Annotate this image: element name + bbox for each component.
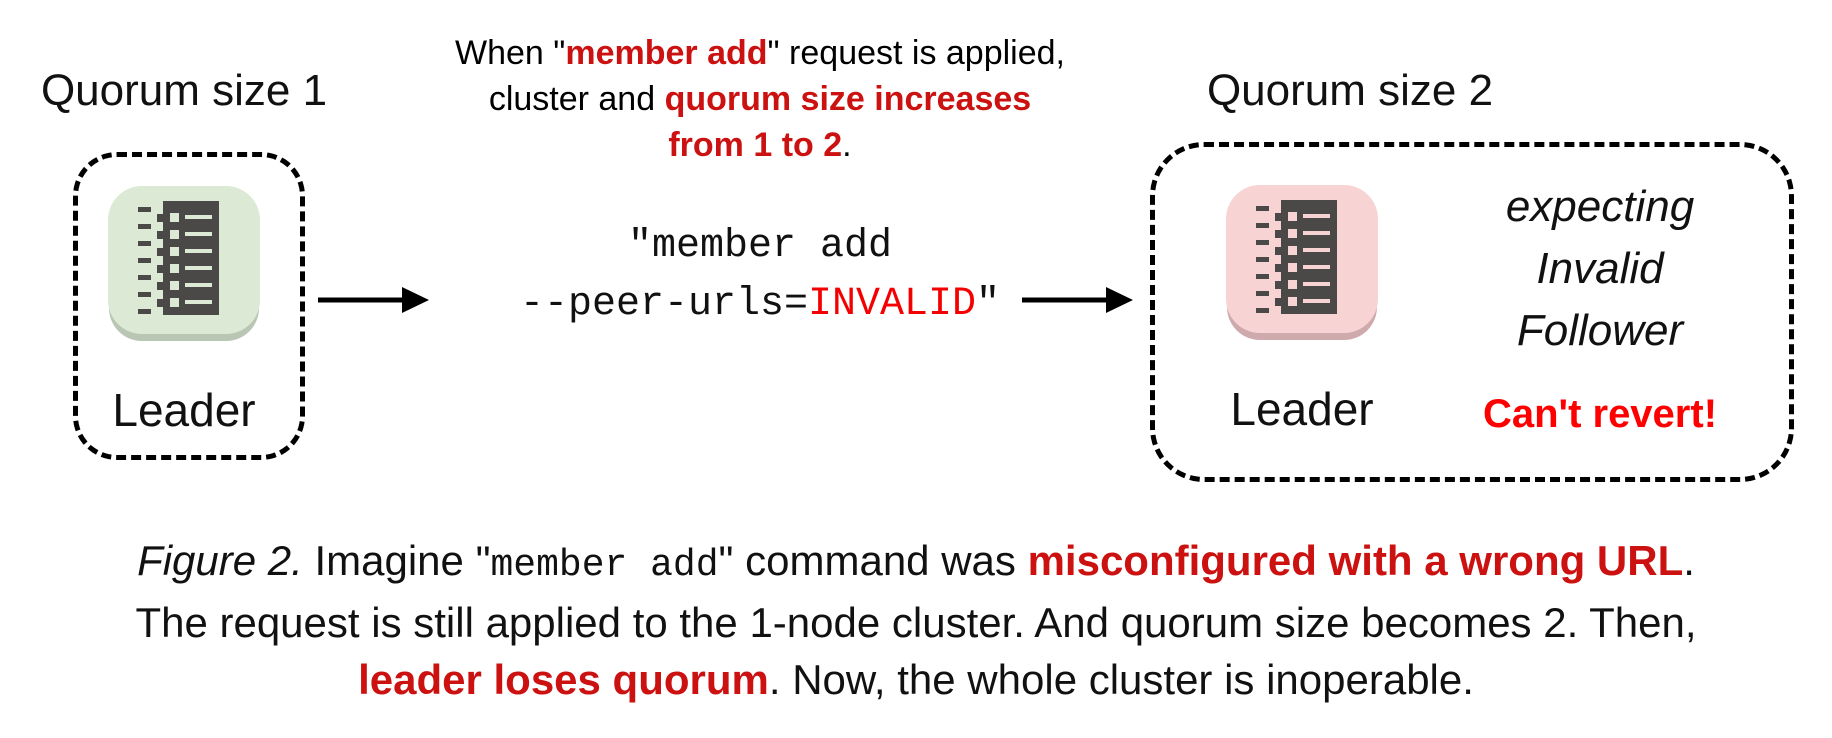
caption-code-member-add: member add bbox=[490, 544, 719, 587]
caption-seg: . bbox=[1683, 537, 1695, 584]
headline-red-member-add: member add bbox=[565, 34, 768, 72]
command-invalid: INVALID bbox=[808, 282, 977, 327]
caption-red-misconfigured: misconfigured with a wrong URL bbox=[1027, 537, 1684, 584]
caption-line-1: Figure 2. Imagine "member add" command w… bbox=[0, 532, 1832, 594]
left-leader-label: Leader bbox=[112, 384, 256, 436]
left-cluster-title: Quorum size 1 bbox=[40, 66, 328, 115]
headline-seg: " request is applied, bbox=[767, 34, 1065, 72]
right-cluster-box bbox=[1150, 142, 1794, 482]
command-line-1: "member add bbox=[627, 224, 893, 269]
caption-line-3: leader loses quorum. Now, the whole clus… bbox=[0, 651, 1832, 708]
right-cluster-title: Quorum size 2 bbox=[1206, 66, 1494, 115]
cant-revert-warning: Can't revert! bbox=[1482, 392, 1718, 436]
command-peer-urls: --peer-urls= bbox=[519, 282, 808, 327]
member-add-command: "member add --peer-urls=INVALID" bbox=[410, 218, 1110, 334]
command-quote: " bbox=[976, 282, 1001, 327]
expecting-line: Invalid bbox=[1536, 244, 1664, 293]
caption-line-2: The request is still applied to the 1-no… bbox=[135, 599, 1697, 646]
expecting-line: expecting bbox=[1505, 182, 1695, 231]
caption-figure-label: Figure 2. bbox=[137, 537, 303, 584]
server-list-icon bbox=[1250, 198, 1354, 321]
headline-seg: cluster and bbox=[488, 80, 665, 118]
caption-seg: Imagine bbox=[302, 537, 476, 584]
headline-red-quorum: quorum size increases bbox=[664, 80, 1032, 118]
leader-node-tile-pink bbox=[1226, 185, 1378, 333]
arrow-right-icon bbox=[1022, 284, 1134, 316]
expecting-invalid-follower-text: expecting Invalid Follower bbox=[1430, 176, 1770, 362]
headline-seg: When " bbox=[455, 34, 566, 72]
headline-seg: . bbox=[842, 126, 852, 164]
headline-red-from-1-to-2: from 1 to 2 bbox=[668, 126, 843, 164]
expecting-line: Follower bbox=[1516, 306, 1684, 355]
caption-red-leader-loses-quorum: leader loses quorum bbox=[358, 656, 769, 703]
caption-seg: command was bbox=[733, 537, 1028, 584]
command-line-2: --peer-urls=INVALID" bbox=[410, 276, 1110, 334]
caption-seg: " bbox=[718, 537, 734, 584]
leader-node-tile-green bbox=[108, 186, 260, 334]
caption-seg: . Now, the whole cluster is inoperable. bbox=[768, 656, 1474, 703]
caption-seg: " bbox=[475, 537, 491, 584]
headline-text: When "member add" request is applied, cl… bbox=[410, 30, 1110, 168]
left-cluster-box bbox=[73, 152, 305, 460]
arrow-right-icon bbox=[318, 284, 430, 316]
server-list-icon bbox=[132, 199, 236, 322]
figure-caption: Figure 2. Imagine "member add" command w… bbox=[0, 532, 1832, 708]
right-leader-label: Leader bbox=[1230, 383, 1374, 435]
